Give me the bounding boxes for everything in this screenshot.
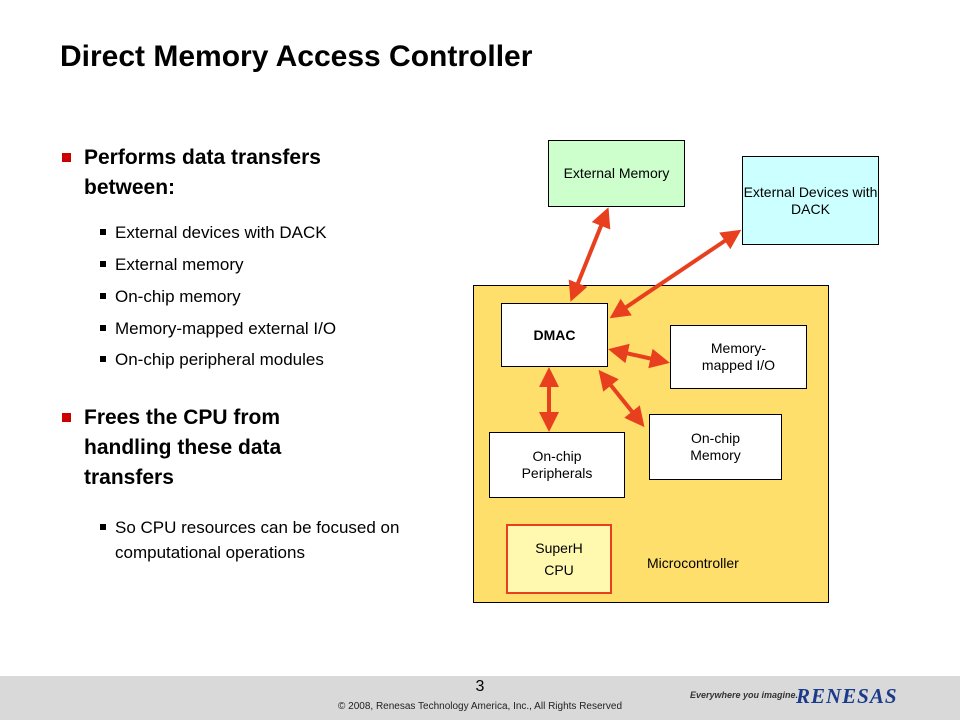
sub-bullet-text: On-chip peripheral modules <box>115 350 324 369</box>
sub-bullet-text: External memory <box>115 255 244 274</box>
external-memory-box: External Memory <box>548 140 685 207</box>
superh-cpu-box: SuperH CPU <box>506 524 612 594</box>
onchip-peripherals-box: On-chip Peripherals <box>489 432 625 498</box>
sub-bullet: External memory <box>100 252 410 277</box>
bullet-text: Performs data transfers between: <box>84 146 321 199</box>
square-bullet-icon <box>100 229 106 235</box>
external-devices-box: External Devices with DACK <box>742 156 879 245</box>
microcontroller-label: Microcontroller <box>647 555 739 571</box>
onchip-memory-box: On-chip Memory <box>649 414 782 480</box>
sub-bullet-text: External devices with DACK <box>115 223 327 242</box>
dmac-box: DMAC <box>501 303 608 367</box>
square-bullet-icon <box>100 524 106 530</box>
red-square-bullet-icon <box>62 153 71 162</box>
footer-bar <box>0 676 960 720</box>
red-square-bullet-icon <box>62 413 71 422</box>
bullet-transfers: Performs data transfers between: <box>62 143 402 203</box>
sub-bullet: On-chip peripheral modules <box>100 347 410 372</box>
bullet-text: Frees the CPU from handling these data t… <box>84 406 282 489</box>
tagline: Everywhere you imagine. <box>690 690 799 700</box>
square-bullet-icon <box>100 293 106 299</box>
sub-bullet: On-chip memory <box>100 284 410 309</box>
copyright: © 2008, Renesas Technology America, Inc.… <box>338 701 622 712</box>
renesas-logo: RENESAS <box>796 684 898 708</box>
page-number: 3 <box>475 678 485 695</box>
square-bullet-icon <box>100 261 106 267</box>
sub-bullet: External devices with DACK <box>100 220 410 245</box>
slide-title: Direct Memory Access Controller <box>60 40 533 73</box>
sub-bullet-text: On-chip memory <box>115 287 241 306</box>
sub-bullet-text: So CPU resources can be focused on compu… <box>115 518 400 562</box>
sub-bullet: So CPU resources can be focused on compu… <box>100 515 400 565</box>
square-bullet-icon <box>100 325 106 331</box>
sub-bullet-text: Memory-mapped external I/O <box>115 319 337 338</box>
sub-bullet: Memory-mapped external I/O <box>100 316 410 341</box>
bullet-frees-cpu: Frees the CPU from handling these data t… <box>62 403 362 493</box>
square-bullet-icon <box>100 356 106 362</box>
memory-mapped-io-box: Memory- mapped I/O <box>670 325 807 389</box>
